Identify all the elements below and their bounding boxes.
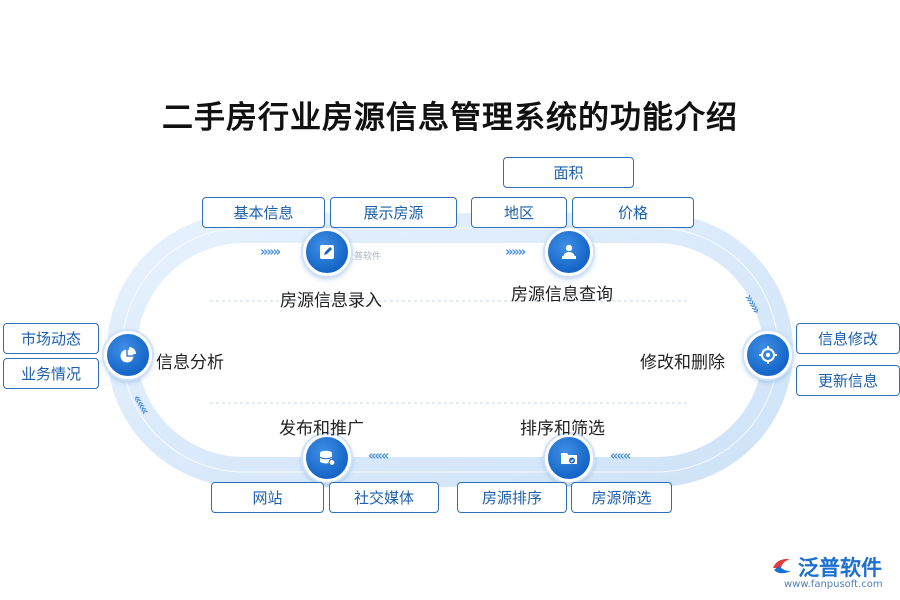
tag-region: 地区: [471, 197, 567, 228]
brand-url: www.fanpusoft.com: [784, 579, 883, 590]
folder-check-node-icon: [545, 434, 593, 482]
tag-show-listing: 展示房源: [330, 197, 457, 228]
pie-chart-node-icon: [104, 331, 152, 379]
brand-mark-icon: [773, 558, 791, 574]
agent-node-icon: [545, 228, 593, 276]
entry-label: 房源信息录入: [280, 291, 382, 311]
database-node-icon: [303, 434, 351, 482]
watermark: 泛普软件: [345, 252, 382, 262]
flow-arrows-top-left: »»»: [260, 245, 281, 260]
sort-label: 排序和筛选: [520, 419, 605, 439]
flow-arrows-bottom-right: »»»: [612, 448, 632, 463]
tag-area: 面积: [503, 157, 634, 188]
publish-label: 发布和推广: [279, 419, 364, 439]
brand-name: 泛普软件: [798, 556, 882, 580]
flow-arrows-bottom-left: »»»: [370, 448, 390, 463]
tag-social-media: 社交媒体: [329, 482, 439, 513]
brand-logo: 泛普软件: [770, 552, 882, 582]
tag-listing-filter: 房源筛选: [571, 482, 672, 513]
tag-edit-info: 信息修改: [796, 323, 900, 354]
tag-market-trends: 市场动态: [3, 323, 99, 354]
edit-node-icon: [303, 228, 351, 276]
analysis-label: 信息分析: [156, 353, 224, 373]
tag-update-info: 更新信息: [796, 365, 900, 396]
tag-website: 网站: [211, 482, 324, 513]
query-label: 房源信息查询: [511, 285, 613, 305]
tag-listing-sort: 房源排序: [457, 482, 567, 513]
page-title: 二手房行业房源信息管理系统的功能介绍: [162, 100, 738, 136]
tag-basic-info: 基本信息: [202, 197, 325, 228]
tag-business-status: 业务情况: [3, 358, 99, 389]
modify-label: 修改和删除: [640, 353, 725, 373]
target-node-icon: [744, 331, 792, 379]
tag-price: 价格: [572, 197, 694, 228]
flow-arrows-top-right: »»»: [505, 245, 526, 260]
